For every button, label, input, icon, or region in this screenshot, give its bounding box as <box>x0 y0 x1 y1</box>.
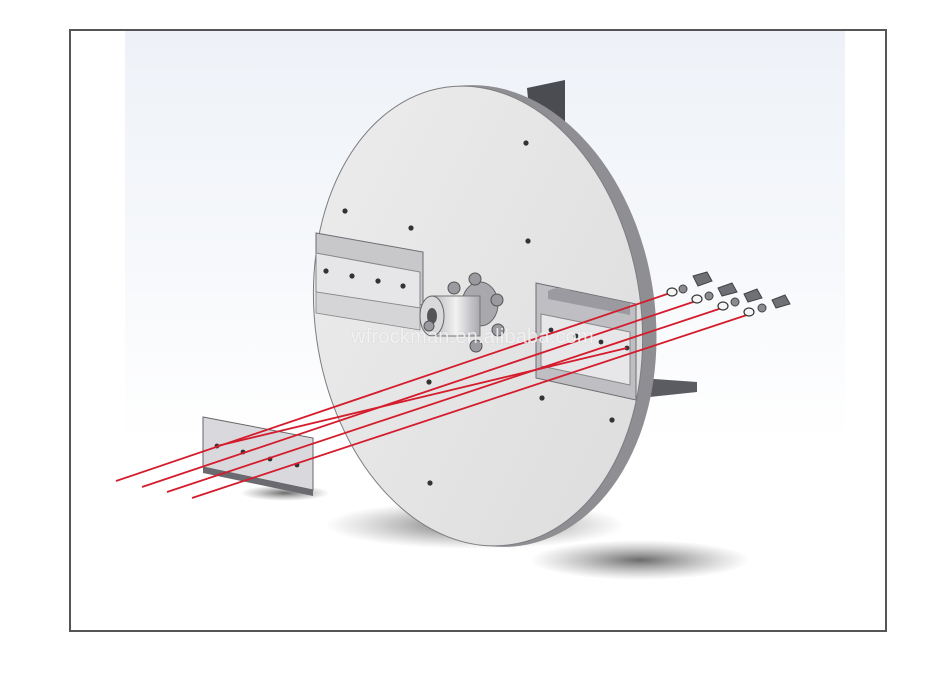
hub-bolts <box>423 272 505 353</box>
hex-nut-icon <box>678 284 767 313</box>
rear-blade-bottom <box>640 378 697 398</box>
disc-shadow-secondary <box>530 540 750 580</box>
right-bracket-hub <box>548 288 630 315</box>
left-slot-opening <box>315 291 421 331</box>
hex-bolt-icon <box>692 271 791 309</box>
disc-holes <box>342 140 615 486</box>
right-bracket-plate <box>540 313 631 386</box>
left-bracket-holes <box>323 268 406 289</box>
alignment-lines <box>115 291 754 499</box>
washer-icon <box>666 287 755 317</box>
